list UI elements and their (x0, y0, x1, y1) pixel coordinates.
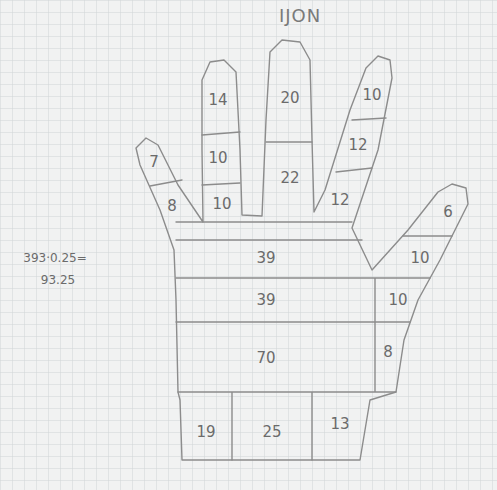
hand-outline (136, 40, 468, 460)
cell-number: 10 (388, 293, 407, 308)
cell-number: 10 (208, 151, 227, 166)
cell-number: 70 (256, 351, 275, 366)
cell-number: 7 (149, 155, 159, 170)
side-note: 93.25 (41, 274, 75, 286)
cell-number: 8 (383, 345, 393, 360)
cell-lines (150, 118, 452, 460)
cell-number: 19 (196, 425, 215, 440)
cell-number: 10 (410, 251, 429, 266)
cell-number: 14 (208, 93, 227, 108)
cell-number: 39 (256, 293, 275, 308)
cell-number: 6 (443, 205, 453, 220)
cell-number: 12 (348, 138, 367, 153)
cell-number: 13 (330, 417, 349, 432)
side-note: 393·0.25= (23, 252, 87, 264)
cell-number: 22 (280, 171, 299, 186)
cell-number: 10 (362, 88, 381, 103)
cell-number: 39 (256, 251, 275, 266)
title-text: IJON (279, 7, 321, 25)
cell-number: 10 (212, 197, 231, 212)
cell-number: 12 (330, 193, 349, 208)
cell-number: 25 (262, 425, 281, 440)
cell-number: 20 (280, 91, 299, 106)
cell-number: 8 (167, 199, 177, 214)
